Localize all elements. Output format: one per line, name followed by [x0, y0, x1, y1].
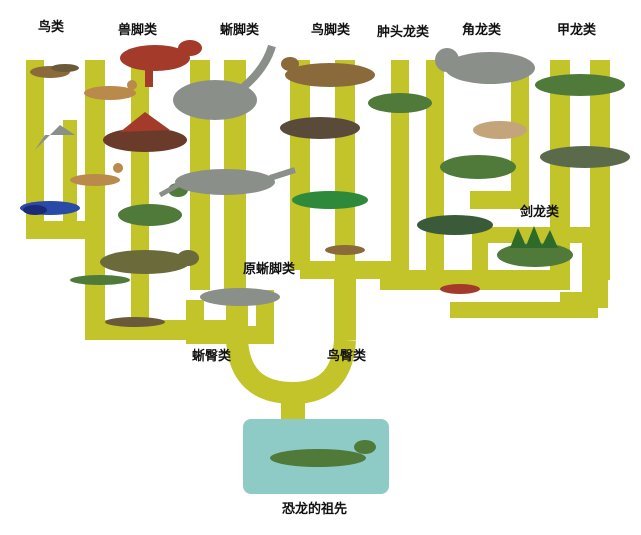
protoceratops-icon	[473, 121, 527, 139]
pterosaur-like-bird-icon	[35, 125, 75, 150]
label-birds: 鸟类	[38, 20, 65, 35]
ceratopsian-right	[470, 60, 529, 209]
label-saurischia: 蜥臀类	[192, 349, 232, 364]
coelophysis-icon	[105, 317, 165, 327]
saurischia-ornithischia-split	[226, 338, 356, 405]
nodosaur-icon	[540, 146, 630, 168]
label-sauropods: 蜥脚类	[220, 23, 260, 38]
label-ankylosaurs: 甲龙类	[557, 23, 597, 38]
iguanodon-icon	[280, 117, 360, 139]
compsognathus-icon	[70, 275, 130, 285]
carnosaur-icon	[100, 250, 199, 274]
label-prosauropods: 原蜥脚类	[243, 262, 296, 277]
label-ancestor: 恐龙的祖先	[282, 502, 348, 517]
brachiosaur-icon	[173, 44, 276, 120]
label-pachycephalosaurs: 肿头龙类	[377, 25, 430, 40]
stegosaur-icon	[497, 226, 573, 267]
stegosaur-loop	[450, 227, 598, 318]
tree-branches	[26, 60, 610, 425]
triceratops-icon	[435, 48, 535, 84]
ankylosaur-icon	[535, 74, 625, 96]
diplodocus-icon	[158, 167, 296, 198]
blue-bird-icon	[20, 201, 80, 215]
label-ornithopods: 鸟脚类	[311, 23, 351, 38]
prosauropod-u	[186, 290, 274, 344]
pachycephalosaur-icon	[368, 93, 432, 113]
spinosaur-icon	[103, 112, 187, 152]
prosauropod-icon	[200, 288, 280, 306]
hypsilophodon-icon	[325, 245, 365, 255]
tyrannosaur-icon	[120, 40, 202, 87]
ankylosaur-u	[560, 280, 608, 308]
small-theropod-icon	[70, 163, 123, 186]
hadrosaur-icon	[281, 57, 375, 87]
label-theropods: 兽脚类	[118, 23, 158, 38]
allosaur-icon	[118, 183, 188, 226]
label-ceratopsians: 角龙类	[462, 23, 502, 38]
small-ornithopod-icon	[292, 191, 368, 209]
primitive-ornithischian-icon	[417, 215, 493, 235]
styracosaur-icon	[440, 155, 516, 179]
small-red-dino-icon	[440, 284, 480, 294]
raptor-icon	[84, 80, 137, 100]
label-stegosaurs: 剑龙类	[520, 205, 560, 220]
bird-icon	[30, 64, 79, 78]
dinosaur-silhouettes	[20, 40, 630, 467]
label-ornithischia: 鸟臀类	[327, 349, 367, 364]
ancestor-dino-icon	[270, 440, 376, 467]
